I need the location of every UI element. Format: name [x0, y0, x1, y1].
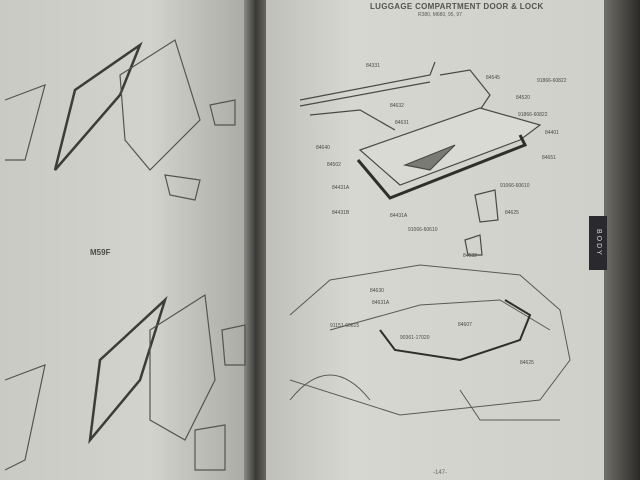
page-subtitle: R380, M680, 95, 97 — [418, 12, 462, 18]
part-label: 84520 — [516, 95, 530, 101]
part-label: 84631 — [395, 120, 409, 126]
page-number: -147- — [433, 470, 448, 476]
part-label: 84625 — [520, 360, 534, 366]
part-label: 91066-60610 — [408, 227, 438, 233]
part-label: 91066-60610 — [500, 183, 530, 189]
left-upper-diagram — [4, 39, 236, 201]
part-label: 84632 — [390, 103, 404, 109]
part-label: 84651 — [542, 155, 556, 161]
left-lower-diagram — [4, 293, 246, 471]
part-label: 91866-60822 — [537, 78, 567, 84]
part-label: 84401 — [545, 130, 559, 136]
part-label: 84632 — [463, 253, 477, 259]
part-label: 84331 — [366, 63, 380, 69]
part-label: 84631A — [372, 300, 390, 306]
part-label: 84607 — [458, 322, 472, 328]
part-label: 84545 — [486, 75, 500, 81]
part-label: 84431B — [332, 210, 350, 216]
right-page — [266, 0, 604, 480]
part-label: 91866-60822 — [518, 112, 548, 118]
page-title: LUGGAGE COMPARTMENT DOOR & LOCK — [370, 2, 544, 11]
right-upper-diagram — [299, 61, 542, 256]
part-label: 84625 — [505, 210, 519, 216]
part-label: 90361-17020 — [400, 335, 430, 341]
section-tab: BODY — [589, 216, 607, 270]
part-label: 84502 — [327, 162, 341, 168]
book-edge — [604, 0, 640, 480]
book-gutter — [244, 0, 270, 480]
part-label: 84630 — [370, 288, 384, 294]
part-label: 84431A — [390, 213, 408, 219]
part-label: 91151-60615 — [330, 323, 360, 329]
part-label: 84640 — [316, 145, 330, 151]
part-label: 84431A — [332, 185, 350, 191]
model-label: M59F — [90, 248, 111, 257]
right-lower-car-diagram — [289, 264, 571, 421]
